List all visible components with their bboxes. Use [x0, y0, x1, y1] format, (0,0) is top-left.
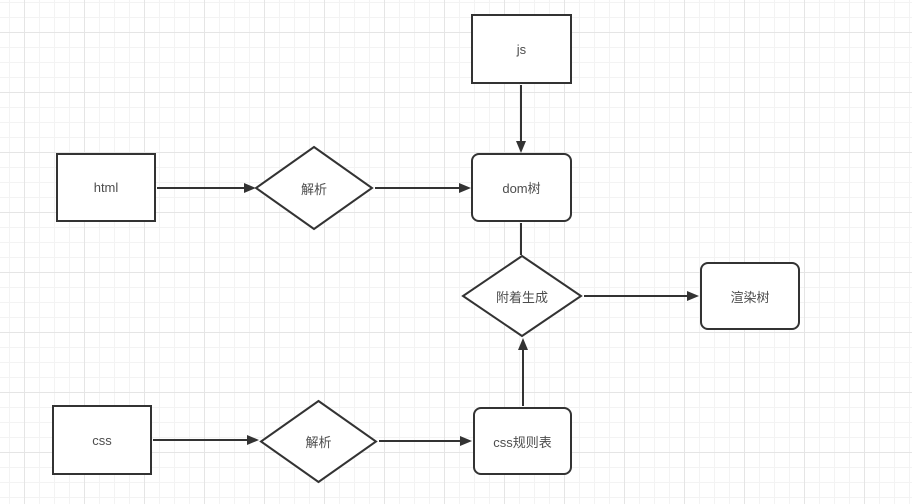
node-js[interactable]: js — [471, 14, 572, 84]
diamond-shape — [461, 254, 583, 338]
node-attach-label: 附着生成 — [495, 289, 548, 305]
node-render-tree[interactable]: 渲染树 — [700, 262, 800, 330]
edge-html-parse[interactable] — [157, 183, 256, 193]
edge-attach-rendertree[interactable] — [584, 291, 699, 301]
node-html[interactable]: html — [56, 153, 156, 222]
arrowhead-up-icon — [518, 338, 528, 350]
arrowhead-right-icon — [460, 436, 472, 446]
node-parse-css[interactable]: 解析 — [259, 399, 378, 484]
edge-css-parse[interactable] — [153, 435, 259, 445]
node-attach[interactable]: 附着生成 — [461, 254, 583, 338]
node-html-label: html — [93, 180, 119, 195]
arrowhead-right-icon — [459, 183, 471, 193]
node-js-label: js — [516, 41, 527, 57]
arrowhead-right-icon — [247, 435, 259, 445]
node-css-rules[interactable]: css规则表 — [473, 407, 572, 475]
edge-parse-cssrules[interactable] — [379, 436, 472, 446]
node-dom-tree-label: dom树 — [502, 181, 541, 196]
diamond-shape — [259, 399, 378, 484]
arrowhead-right-icon — [687, 291, 699, 301]
node-css-rules-label: css规则表 — [493, 434, 552, 450]
node-css[interactable]: css — [52, 405, 152, 475]
edge-parse-domtree[interactable] — [375, 183, 471, 193]
arrowhead-down-icon — [516, 141, 526, 153]
node-dom-tree[interactable]: dom树 — [471, 153, 572, 222]
node-parse-css-label: 解析 — [305, 435, 332, 450]
node-css-label: css — [92, 432, 112, 448]
node-parse-html-label: 解析 — [300, 181, 327, 197]
arrowhead-right-icon — [244, 183, 256, 193]
edge-js-domtree[interactable] — [516, 85, 526, 153]
node-parse-html[interactable]: 解析 — [254, 145, 374, 231]
edge-cssrules-attach[interactable] — [518, 338, 528, 406]
node-render-tree-label: 渲染树 — [730, 289, 770, 305]
diamond-shape — [254, 145, 374, 231]
